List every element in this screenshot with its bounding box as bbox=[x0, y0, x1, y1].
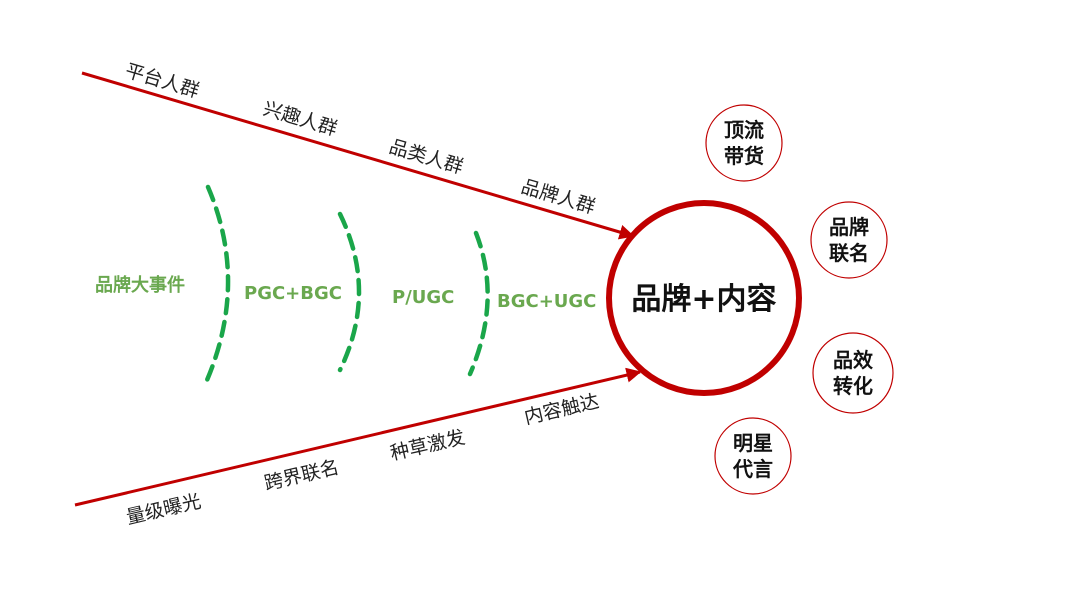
top-label-brand-audience: 品牌人群 bbox=[519, 176, 598, 219]
side-circle-brand-collab-line1: 品牌 bbox=[829, 215, 869, 239]
phase-divider-arc-3 bbox=[467, 230, 490, 377]
side-circle-brand-collab: 品牌 联名 bbox=[810, 201, 888, 279]
center-circle bbox=[606, 200, 802, 396]
center-circle-label: 品牌+内容 bbox=[631, 282, 776, 317]
phase-label-brand-event: 品牌大事件 bbox=[95, 274, 185, 296]
phase-label-bgc-ugc: BGC+UGC bbox=[497, 291, 596, 312]
phase-divider-arc-1 bbox=[201, 184, 231, 390]
phase-label-pgc-bgc: PGC+BGC bbox=[244, 283, 342, 304]
top-funnel-line bbox=[81, 71, 635, 240]
side-circle-celebrity-endorsement: 明星 代言 bbox=[714, 417, 792, 495]
side-circle-celebrity-endorsement-line1: 明星 bbox=[733, 431, 773, 455]
side-circle-top-streamer-line1: 顶流 bbox=[724, 118, 764, 142]
top-label-interest-audience: 兴趣人群 bbox=[261, 98, 340, 141]
side-circle-top-streamer-line2: 带货 bbox=[724, 144, 764, 168]
top-label-category-audience: 品类人群 bbox=[387, 136, 466, 179]
side-circle-performance-conversion-line1: 品效 bbox=[833, 348, 873, 372]
side-circle-celebrity-endorsement-line2: 代言 bbox=[732, 457, 773, 481]
side-circle-performance-conversion: 品效 转化 bbox=[812, 332, 894, 414]
side-circle-performance-conversion-line2: 转化 bbox=[833, 374, 873, 398]
bottom-label-crossover-collab: 跨界联名 bbox=[262, 456, 341, 495]
phase-divider-arc-2 bbox=[337, 211, 362, 373]
bottom-label-seeding: 种草激发 bbox=[388, 426, 467, 465]
side-circle-brand-collab-line2: 联名 bbox=[829, 241, 869, 265]
phase-label-p-ugc: P/UGC bbox=[392, 287, 454, 308]
side-circle-top-streamer: 顶流 带货 bbox=[705, 104, 783, 182]
bottom-funnel-line bbox=[74, 367, 642, 507]
bottom-label-volume-exposure: 量级曝光 bbox=[124, 490, 203, 529]
